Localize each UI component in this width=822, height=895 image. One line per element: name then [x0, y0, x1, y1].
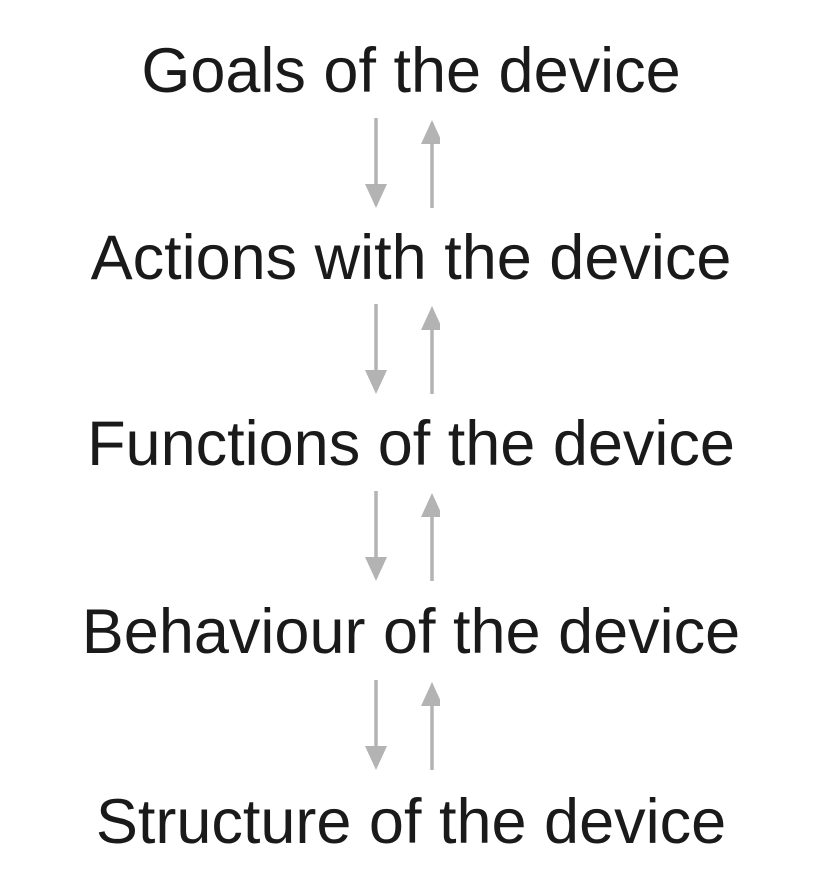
level-structure: Structure of the device	[95, 787, 727, 857]
connector-actions-functions	[365, 304, 440, 394]
level-actions: Actions with the device	[90, 223, 732, 293]
level-behaviour: Behaviour of the device	[81, 597, 741, 667]
arrow-up-icon	[421, 682, 440, 770]
arrow-down-icon	[365, 680, 387, 770]
arrow-up-icon	[421, 306, 440, 394]
arrow-up-icon	[421, 120, 440, 208]
arrow-down-icon	[365, 118, 387, 208]
connector-behaviour-structure	[365, 680, 440, 770]
arrow-down-icon	[365, 491, 387, 581]
connector-functions-behaviour	[365, 491, 440, 581]
arrow-down-icon	[365, 304, 387, 394]
connector-goals-actions	[365, 118, 440, 208]
arrow-up-icon	[421, 493, 440, 581]
level-functions: Functions of the device	[87, 409, 735, 479]
level-goals: Goals of the device	[141, 36, 681, 106]
